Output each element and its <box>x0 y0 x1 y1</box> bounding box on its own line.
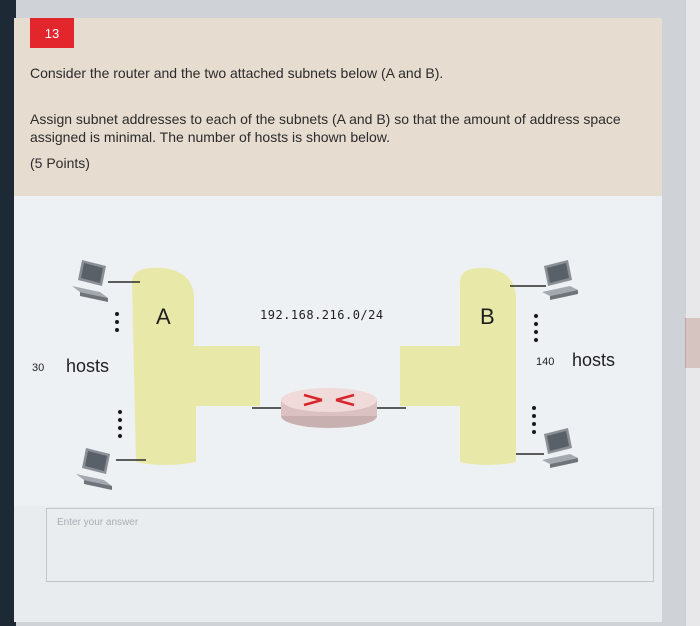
network-diagram: A B 192.168.216.0/24 30 hosts 140 hosts <box>14 196 662 506</box>
screen-bezel-left <box>0 0 16 626</box>
question-title: Consider the router and the two attached… <box>30 65 444 81</box>
subnet-a-label: A <box>156 304 171 329</box>
computer-icon-b-top <box>542 260 578 300</box>
subnet-b-host-count: 140 <box>536 356 555 368</box>
ellipsis-icon-a-top <box>115 312 119 332</box>
answer-placeholder: Enter your answer <box>57 517 139 528</box>
subnet-b-region <box>400 267 516 465</box>
router-icon <box>281 388 377 428</box>
computer-icon-b-bottom <box>542 428 578 468</box>
question-number-badge: 13 <box>30 18 74 48</box>
computer-icon-a-top <box>72 260 108 302</box>
side-tab[interactable] <box>685 318 700 368</box>
screen-bezel-right <box>686 0 700 626</box>
ellipsis-icon-b-top <box>534 314 538 342</box>
question-header: 13 Consider the router and the two attac… <box>14 18 662 196</box>
subnet-a-hosts-label: hosts <box>66 356 110 376</box>
network-address-label: 192.168.216.0/24 <box>260 308 384 322</box>
question-points: (5 Points) <box>30 155 90 171</box>
diagram-graphics <box>72 260 578 490</box>
ellipsis-icon-a-bottom <box>118 410 122 438</box>
computer-icon-a-bottom <box>76 448 112 490</box>
subnet-a-region <box>132 267 260 465</box>
question-card: 13 Consider the router and the two attac… <box>14 18 662 622</box>
subnet-a-host-count: 30 <box>32 362 45 374</box>
subnet-b-label: B <box>480 304 495 329</box>
ellipsis-icon-b-bottom <box>532 406 536 434</box>
answer-input[interactable]: Enter your answer <box>46 508 654 582</box>
question-instructions: Assign subnet addresses to each of the s… <box>30 111 621 145</box>
subnet-b-hosts-label: hosts <box>572 350 616 370</box>
